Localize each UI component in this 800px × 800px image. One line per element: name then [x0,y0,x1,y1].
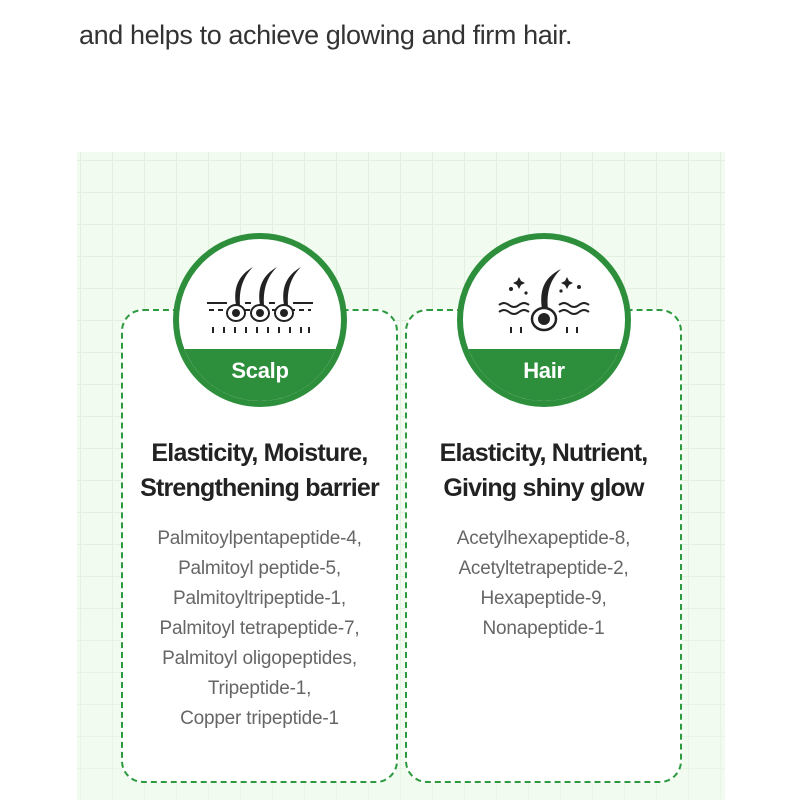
list-item: Copper tripeptide-1 [180,708,339,729]
scalp-follicles-icon [207,267,313,333]
hair-title-line-2: Giving shiny glow [443,474,644,502]
list-item: Palmitoylpentapeptide-4, [157,528,362,549]
intro-text: and helps to achieve glowing and firm ha… [79,20,573,50]
scalp-title-line-1: Elasticity, Moisture, [151,439,368,467]
scalp-badge: Scalp [173,233,347,407]
scalp-label: Scalp [179,349,341,401]
hair-label: Hair [463,349,625,401]
cut-off-text-fragment [78,0,728,6]
list-item: Palmitoyl peptide-5, [178,558,341,579]
list-item: Hexapeptide-9, [480,588,607,609]
list-item: Acetylhexapeptide-8, [456,528,631,549]
list-item: Tripeptide-1, [207,678,312,699]
list-item: Palmitoyltripeptide-1, [172,588,346,609]
scalp-title-line-2: Strengthening barrier [140,474,380,502]
hair-badge: Hair [457,233,631,407]
list-item: Nonapeptide-1 [482,618,605,639]
hair-card-title: Elasticity, Nutrient, Giving shiny glow [405,436,682,506]
shiny-hair-follicle-icon [498,269,590,333]
list-item: Palmitoyl tetrapeptide-7, [159,618,360,639]
scalp-card-title: Elasticity, Moisture, Strengthening barr… [121,436,398,506]
hair-ingredient-list: Acetylhexapeptide-8, Acetyltetrapeptide-… [405,524,682,644]
list-item: Palmitoyl oligopeptides, [162,648,357,669]
list-item: Acetyltetrapeptide-2, [458,558,629,579]
hair-title-line-1: Elasticity, Nutrient, [439,439,649,467]
scalp-ingredient-list: Palmitoylpentapeptide-4, Palmitoyl pepti… [121,524,398,734]
